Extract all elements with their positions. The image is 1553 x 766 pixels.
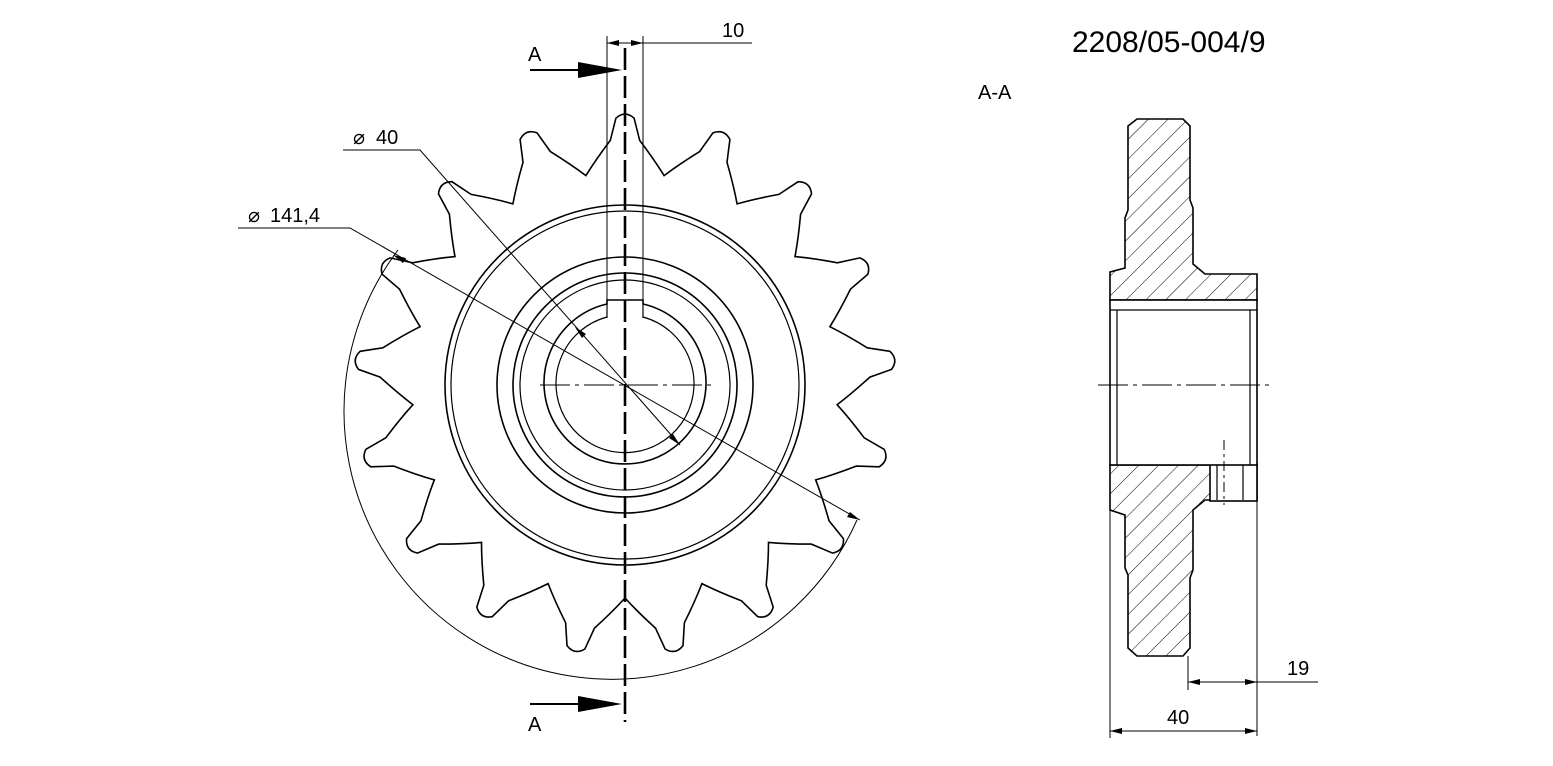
section-marker-top: A: [528, 44, 542, 66]
sprocket-tooth-profile: [354, 113, 896, 653]
dimension-arrow: [847, 512, 860, 520]
dimension-arrow: [1110, 728, 1122, 734]
hub-length-label: 19: [1287, 658, 1309, 680]
bore-diameter-symbol: ⌀: [353, 127, 365, 149]
drawing-number: 2208/05-004/9: [1072, 26, 1266, 59]
outer-diameter-arc: [343, 249, 858, 680]
dimension-arrow: [1188, 679, 1200, 685]
dimension-arrow: [575, 327, 586, 338]
total-width-label: 40: [1167, 707, 1189, 729]
section-view: [1098, 118, 1318, 738]
dimension-arrow: [631, 40, 643, 46]
outer-diameter-symbol: ⌀: [248, 205, 260, 227]
bore-with-keyway: [543, 299, 707, 465]
bore-diameter-label: 40: [376, 127, 398, 149]
dimension-arrow: [607, 40, 619, 46]
front-view: [238, 36, 896, 722]
section-bore: [1109, 299, 1258, 466]
bore-diameter-leader: [343, 149, 681, 446]
outer-diameter-label: 141,4: [270, 205, 320, 227]
dimension-arrow: [669, 434, 680, 445]
section-title: A-A: [978, 82, 1012, 104]
keyway-width-label: 10: [722, 20, 744, 42]
dimension-arrow: [1245, 728, 1257, 734]
section-arrow-top-head: [578, 62, 622, 78]
section-marker-bottom: A: [528, 714, 542, 736]
outer-diameter-leader: [238, 227, 861, 521]
section-top-half: [1109, 118, 1258, 301]
section-arrow-bottom-head: [578, 696, 622, 712]
keyway-pocket: [1209, 462, 1258, 502]
dimension-arrow: [1245, 679, 1257, 685]
dimension-arrow: [393, 255, 406, 263]
